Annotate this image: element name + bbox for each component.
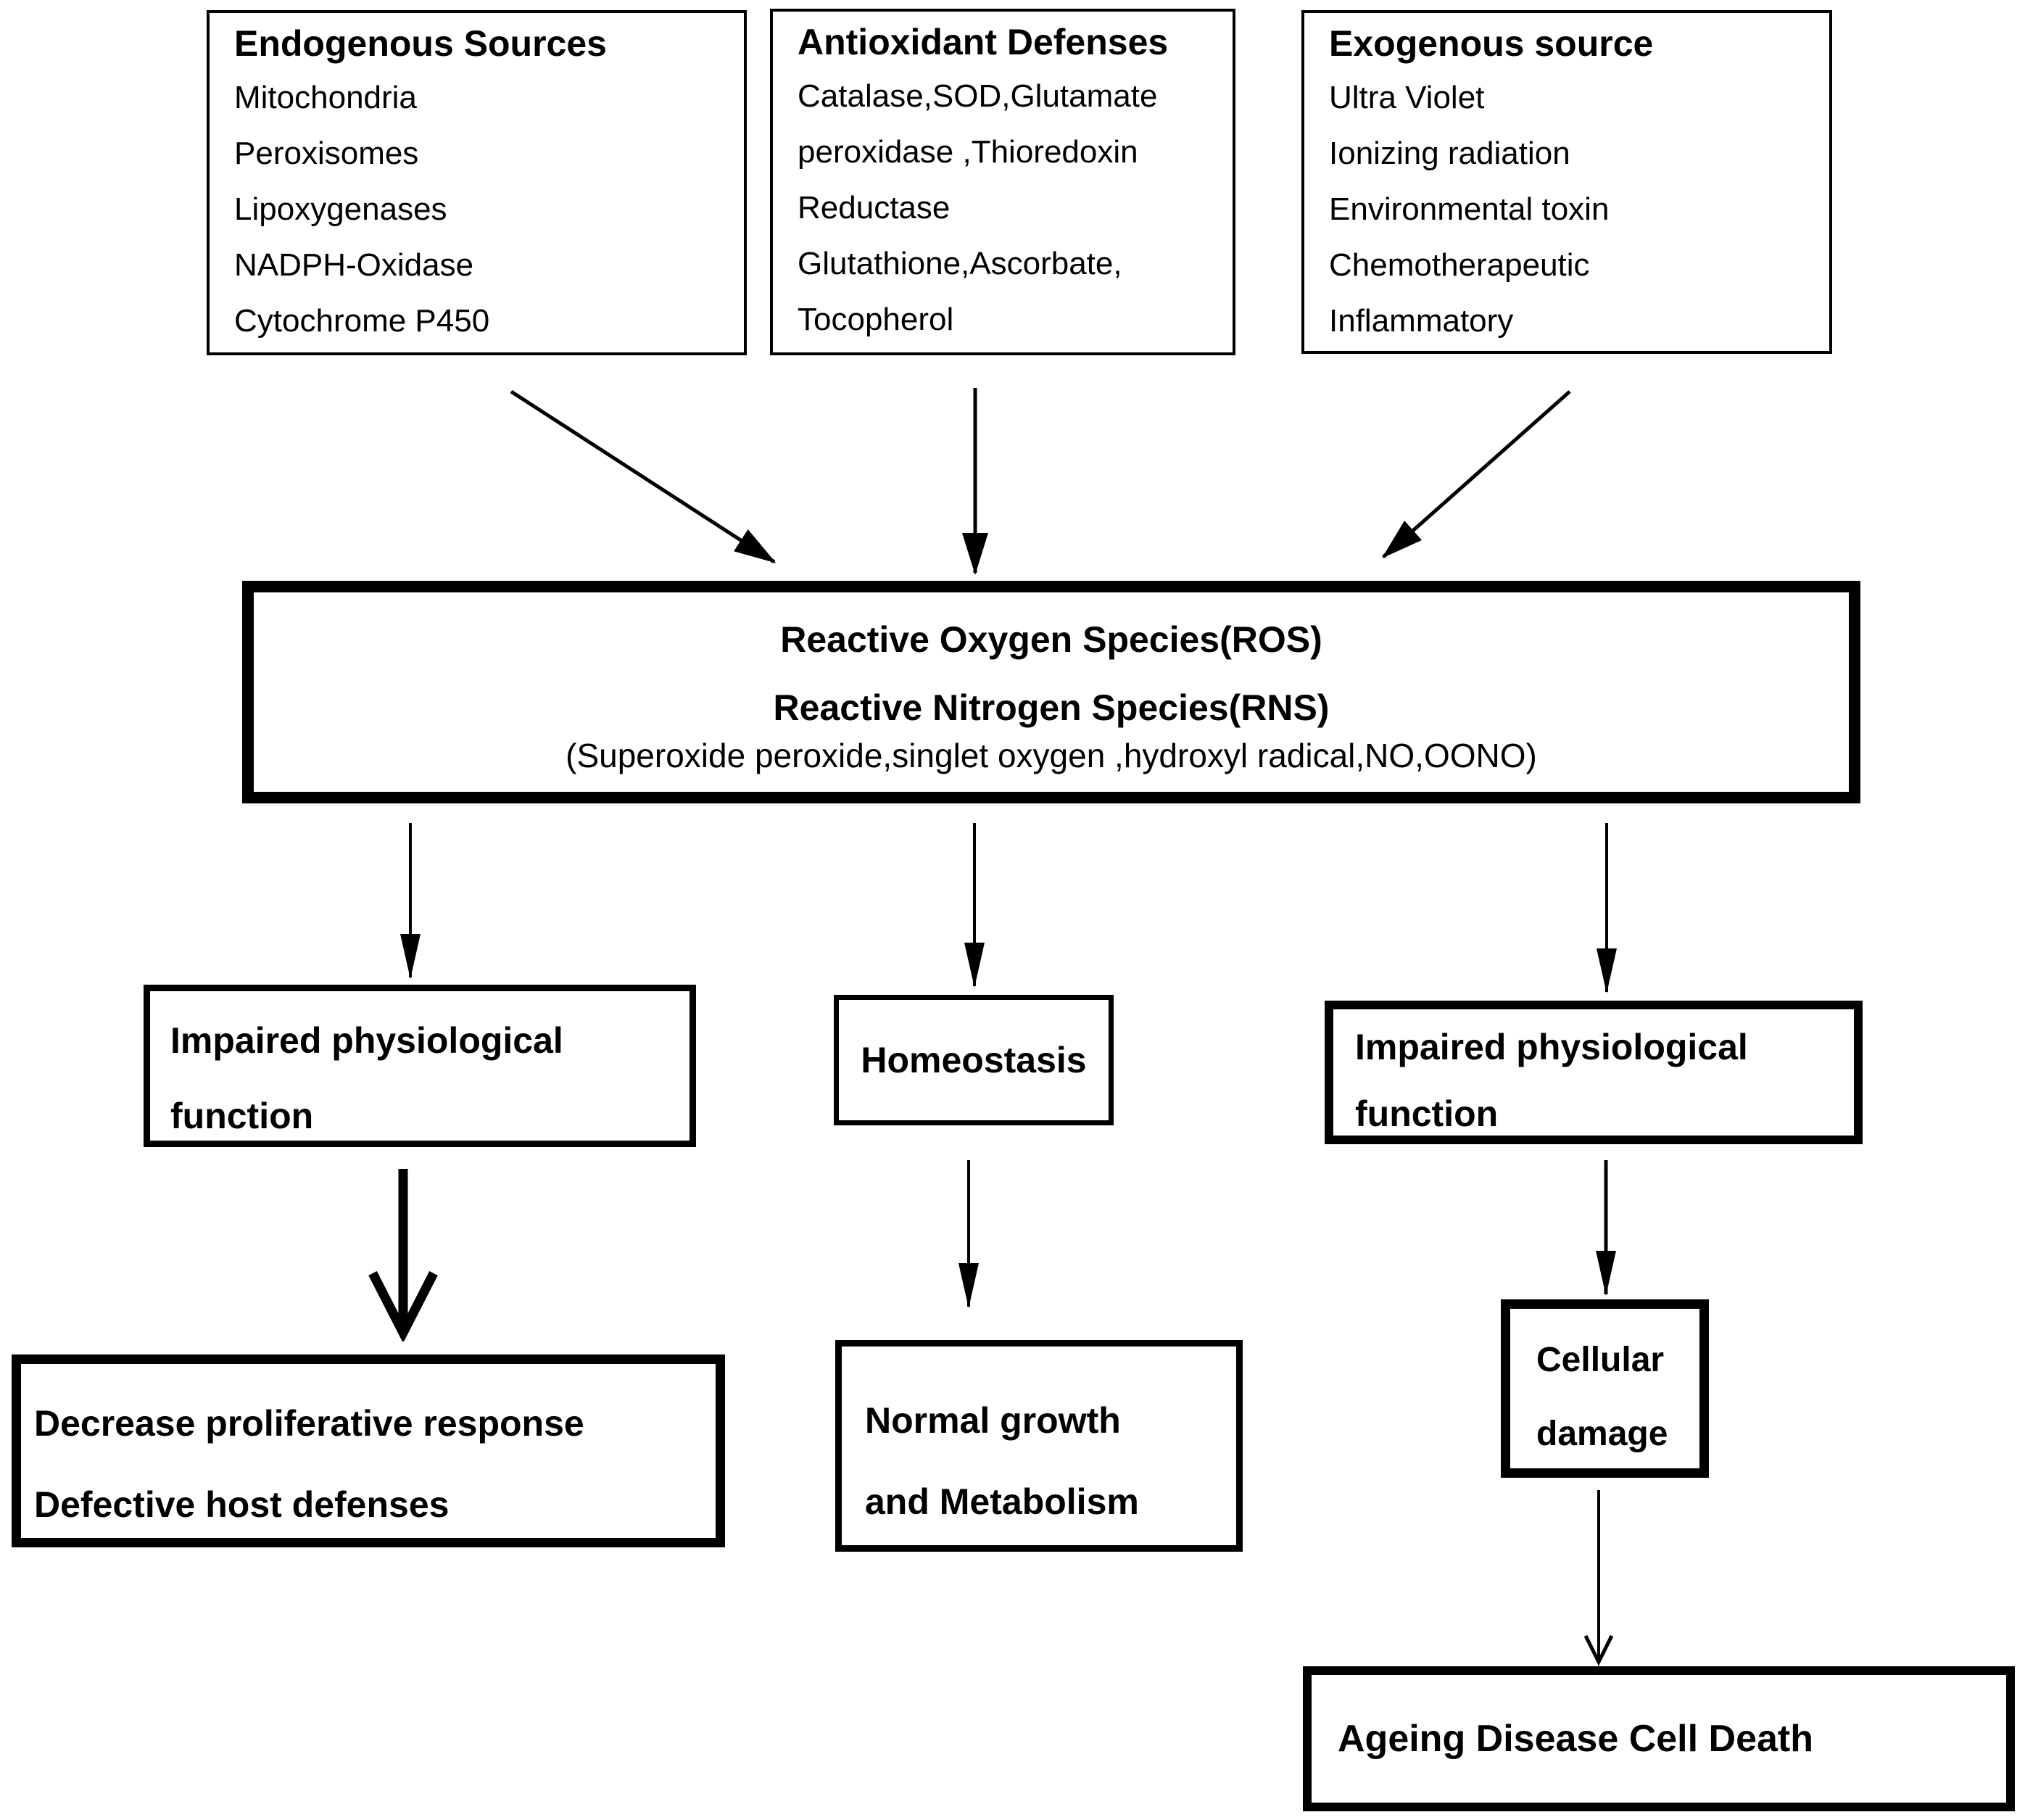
antioxidant-item: Glutathione,Ascorbate, bbox=[798, 246, 1122, 281]
box-line: function bbox=[1355, 1093, 1499, 1134]
box-line: Normal growth bbox=[865, 1400, 1121, 1441]
endogenous-item: Cytochrome P450 bbox=[234, 303, 490, 339]
box-line: Impaired physiological bbox=[1355, 1027, 1748, 1067]
antioxidant-item: Catalase,SOD,Glutamate bbox=[798, 78, 1158, 114]
endogenous-item: Lipoxygenases bbox=[234, 191, 447, 227]
box-line: Impaired physiological bbox=[170, 1020, 563, 1061]
rns-line: Reactive Nitrogen Species(RNS) bbox=[773, 687, 1330, 728]
box-line: Ageing Disease Cell Death bbox=[1338, 1718, 1813, 1760]
exogenous-source-title: Exogenous source bbox=[1329, 23, 1654, 64]
exogenous-item: Environmental toxin bbox=[1329, 191, 1610, 227]
endogenous-item: NADPH-Oxidase bbox=[234, 247, 474, 283]
antioxidant-defenses-box: Antioxidant Defenses Catalase,SOD,Glutam… bbox=[770, 9, 1235, 355]
arrow-exogenous-to-ros bbox=[1381, 390, 1571, 558]
impaired-physiological-function-left-box: Impaired physiological function bbox=[144, 985, 696, 1147]
impaired-physiological-function-right-box: Impaired physiological function bbox=[1325, 1001, 1863, 1144]
endogenous-sources-box: Endogenous Sources Mitochondria Peroxiso… bbox=[207, 10, 747, 355]
exogenous-item: Chemotherapeutic bbox=[1329, 247, 1590, 283]
ros-line: Reactive Oxygen Species(ROS) bbox=[780, 619, 1322, 660]
box-line: Cellular bbox=[1536, 1341, 1665, 1379]
box-line: Homeostasis bbox=[861, 1040, 1087, 1080]
box-line: damage bbox=[1536, 1415, 1668, 1453]
ros-rns-box: Reactive Oxygen Species(ROS) Reactive Ni… bbox=[242, 581, 1860, 803]
ageing-disease-cell-death-box: Ageing Disease Cell Death bbox=[1303, 1666, 2015, 1811]
arrow-endogenous-to-ros bbox=[510, 389, 777, 564]
box-line: function bbox=[170, 1096, 314, 1136]
box-line: and Metabolism bbox=[865, 1481, 1139, 1522]
antioxidant-item: Reductase bbox=[798, 190, 951, 226]
exogenous-item: Inflammatory bbox=[1329, 303, 1514, 339]
homeostasis-box: Homeostasis bbox=[834, 995, 1114, 1125]
endogenous-item: Peroxisomes bbox=[234, 136, 419, 171]
decrease-proliferative-response-box: Decrease proliferative response Defectiv… bbox=[12, 1354, 725, 1547]
exogenous-item: Ionizing radiation bbox=[1329, 136, 1570, 171]
exogenous-item: Ultra Violet bbox=[1329, 80, 1485, 115]
exogenous-source-box: Exogenous source Ultra Violet Ionizing r… bbox=[1301, 10, 1832, 354]
ros-species-list: (Superoxide peroxide,singlet oxygen ,hyd… bbox=[566, 737, 1537, 774]
box-line: Defective host defenses bbox=[34, 1484, 450, 1525]
antioxidant-item: peroxidase ,Thioredoxin bbox=[798, 134, 1138, 170]
box-line: Decrease proliferative response bbox=[34, 1403, 584, 1444]
endogenous-item: Mitochondria bbox=[234, 80, 417, 115]
endogenous-sources-title: Endogenous Sources bbox=[234, 23, 607, 64]
normal-growth-metabolism-box: Normal growth and Metabolism bbox=[835, 1340, 1243, 1552]
antioxidant-item: Tocopherol bbox=[798, 302, 954, 337]
cellular-damage-box: Cellular damage bbox=[1501, 1299, 1709, 1478]
antioxidant-defenses-title: Antioxidant Defenses bbox=[798, 22, 1169, 62]
